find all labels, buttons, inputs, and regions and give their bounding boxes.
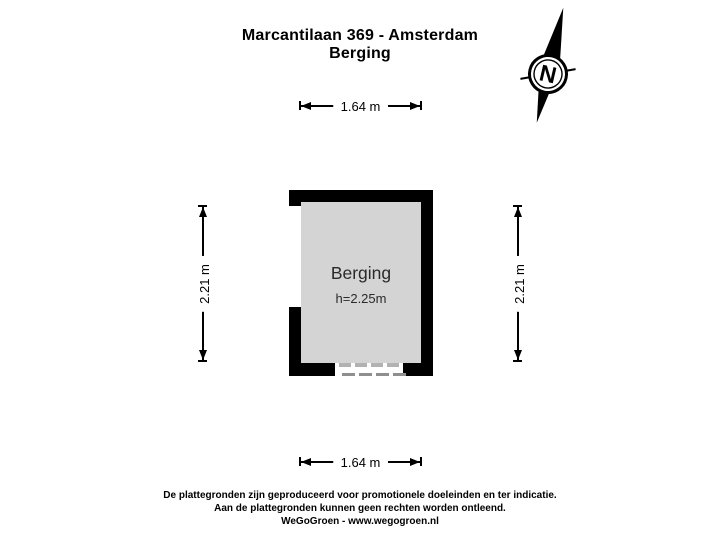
north-compass-icon: N [520,7,576,123]
arrow-right-icon [410,102,420,110]
arrow-right-icon [410,458,420,466]
dimension-label-left: 2.21 m [194,255,213,312]
arrow-left-icon [301,458,311,466]
footer-disclaimer: De plattegronden zijn geproduceerd voor … [0,489,720,528]
dimension-endbar [198,205,207,207]
dimension-endbar [420,457,422,466]
disclaimer-line-1: De plattegronden zijn geproduceerd voor … [163,490,557,501]
dimension-right: 2.21 m [508,205,529,362]
room-ceiling-height-label: h=2.25m [335,291,387,306]
dimension-bottom: 1.64 m [299,452,422,473]
dimension-label-bottom: 1.64 m [332,453,389,472]
dimension-left: 2.21 m [193,205,214,362]
dimension-endbar [513,205,522,207]
compass-north-label: N [537,59,559,88]
arrow-up-icon [514,207,522,217]
title-room-type: Berging [329,44,391,62]
dimension-top: 1.64 m [299,96,422,117]
door-dash-row [335,373,410,376]
dimension-endbar [513,360,522,362]
door-dash-row [335,363,407,367]
branding-line: WeGoGroen - www.wegogroen.nl [281,516,439,527]
dimension-endbar [198,360,207,362]
wall-opening-left [289,206,301,307]
arrow-left-icon [301,102,311,110]
arrow-down-icon [199,350,207,360]
room-name-label: Berging [330,263,392,283]
dimension-label-top: 1.64 m [332,97,389,116]
dimension-endbar [299,457,301,466]
door-opening-bottom [335,363,406,376]
title-address: Marcantilaan 369 - Amsterdam [241,27,479,44]
arrow-up-icon [199,207,207,217]
dimension-endbar [299,101,301,110]
arrow-down-icon [514,350,522,360]
room-berging: Berging h=2.25m [289,190,433,376]
dimension-label-right: 2.21 m [509,255,528,312]
disclaimer-line-2: Aan de plattegronden kunnen geen rechten… [214,503,506,514]
page-title: Marcantilaan 369 - Amsterdam Berging [0,27,720,62]
dimension-endbar [420,101,422,110]
